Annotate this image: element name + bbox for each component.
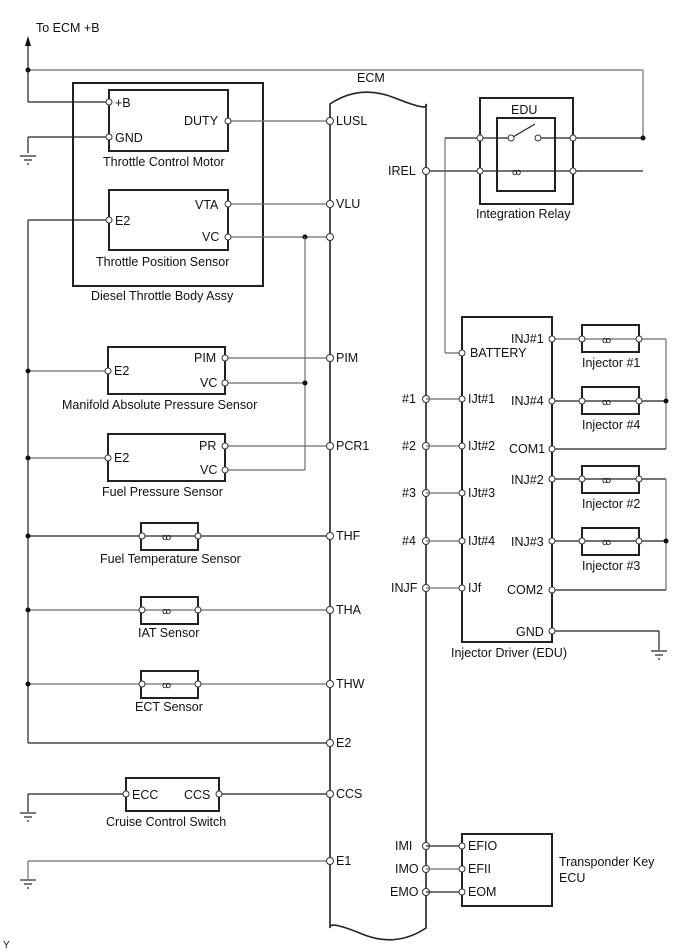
pin-label: GND [115,131,143,145]
pin-label: VTA [195,198,219,212]
resistor-icon: ꝏ [162,532,171,542]
pin-label: E2 [114,364,129,378]
ecm-pin-label: #3 [402,486,416,500]
map-sensor-label: Manifold Absolute Pressure Sensor [62,398,257,412]
ecm-pin-label: IREL [388,164,416,178]
tk-ecu-label: Transponder Key [559,855,655,869]
injector-label: Injector #4 [582,418,640,432]
pin-label: DUTY [184,114,219,128]
fuel-pressure-sensor-label: Fuel Pressure Sensor [102,485,223,499]
injector-label: Injector #1 [582,356,640,370]
relay-edu-label: EDU [511,103,537,117]
ground-icon [20,879,36,889]
tps-label: Throttle Position Sensor [96,255,229,269]
ecm-pin-label: #1 [402,392,416,406]
ecm-pin-label: VLU [336,197,360,211]
pin-label: VC [200,463,217,477]
pin-label: IJt#3 [468,486,495,500]
pin-label: EOM [468,885,496,899]
transponder-key-ecu: Transponder Key ECU EFIO EFII EOM [426,833,655,907]
pin-label: EFII [468,862,491,876]
resistor-icon: ꝏ [162,606,171,616]
pin-label: INJ#2 [511,473,544,487]
pin-label: INJ#1 [511,332,544,346]
throttle-motor-label: Throttle Control Motor [103,155,225,169]
footer-mark: Y [3,940,10,951]
ecm-pin-label: IMO [395,862,419,876]
throttle-body-label: Diesel Throttle Body Assy [91,289,234,303]
coil-icon: ꝏ [602,537,611,547]
injector-driver-label: Injector Driver (EDU) [451,646,567,660]
coil-icon: ꝏ [602,335,611,345]
pin-label: PR [199,439,216,453]
tk-ecu-label: ECU [559,871,585,885]
coil-icon: ꝏ [512,167,521,177]
fuel-temp-sensor: ꝏ Fuel Temperature Sensor [25,522,330,566]
ecm-pin-label: CCS [336,787,362,801]
ecm-pin-label: LUSL [336,114,367,128]
ecm-pin-label: THF [336,529,361,543]
integration-relay: EDU Integration Relay ꝏ [426,97,646,354]
ecm-pin-label: PIM [336,351,358,365]
pin-label: GND [516,625,544,639]
pin-label: IJt#1 [468,392,495,406]
pin-label: E2 [114,451,129,465]
arrow-up-icon [25,36,31,46]
pin-label: IJt#2 [468,439,495,453]
cruise-switch-label: Cruise Control Switch [106,815,226,829]
ect-sensor: ꝏ ECT Sensor [25,670,330,714]
injector-label: Injector #3 [582,559,640,573]
ecm-pin-label: E1 [336,854,351,868]
pin-label: PIM [194,351,216,365]
ecm-b-feed: To ECM +B [25,21,644,138]
ecm-pin-label: THA [336,603,362,617]
ground-icon [20,812,36,822]
ground-icon [20,155,36,165]
pin-label: VC [200,376,217,390]
pin-label: COM2 [507,583,543,597]
ecm-left-pins: LUSL VLU PIM PCR1 THF THA THW E2 CCS E1 [326,114,369,868]
ecm-right-pins: IREL #1 #2 #3 #4 INJF IMI IMO EMO [388,164,430,899]
pin-label: ECC [132,788,158,802]
ecm-pin-label: #4 [402,534,416,548]
iat-sensor-label: IAT Sensor [138,626,199,640]
injector-driver: Injector Driver (EDU) BATTERY IJt#1 IJt#… [426,316,667,660]
injector-label: Injector #2 [582,497,640,511]
fuel-temp-sensor-label: Fuel Temperature Sensor [100,552,241,566]
ecm-pin-label: EMO [390,885,419,899]
ecm-pin-label: IMI [395,839,412,853]
switch-icon [512,123,536,138]
coil-icon: ꝏ [602,397,611,407]
pin-label: EFIO [468,839,497,853]
ecm-block: ECM [329,71,428,941]
relay-label: Integration Relay [476,207,571,221]
pin-label: INJ#4 [511,394,544,408]
throttle-body-box [72,82,264,287]
pin-label: VC [202,230,219,244]
ecm-pin-label: INJF [391,581,418,595]
ecm-pin-label: THW [336,677,365,691]
ground-icon [651,650,667,660]
resistor-icon: ꝏ [162,680,171,690]
pin-label: CCS [184,788,210,802]
iat-sensor: ꝏ IAT Sensor [25,596,330,640]
ecm-label: ECM [357,71,385,85]
component-pins [104,98,232,798]
ecm-pin-label: PCR1 [336,439,369,453]
pin-label: IJf [468,581,482,595]
to-ecm-label: To ECM +B [36,21,100,35]
ecm-pin-label: E2 [336,736,351,750]
ect-sensor-label: ECT Sensor [135,700,203,714]
pin-label: +B [115,96,131,110]
pin-label: COM1 [509,442,545,456]
injectors: Injector #1 Injector #4 Injector #2 Inje… [548,324,669,594]
coil-icon: ꝏ [602,475,611,485]
ecm-pin-label: #2 [402,439,416,453]
pin-label: E2 [115,214,130,228]
pin-label: BATTERY [470,346,527,360]
pin-label: INJ#3 [511,535,544,549]
pin-label: IJt#4 [468,534,495,548]
